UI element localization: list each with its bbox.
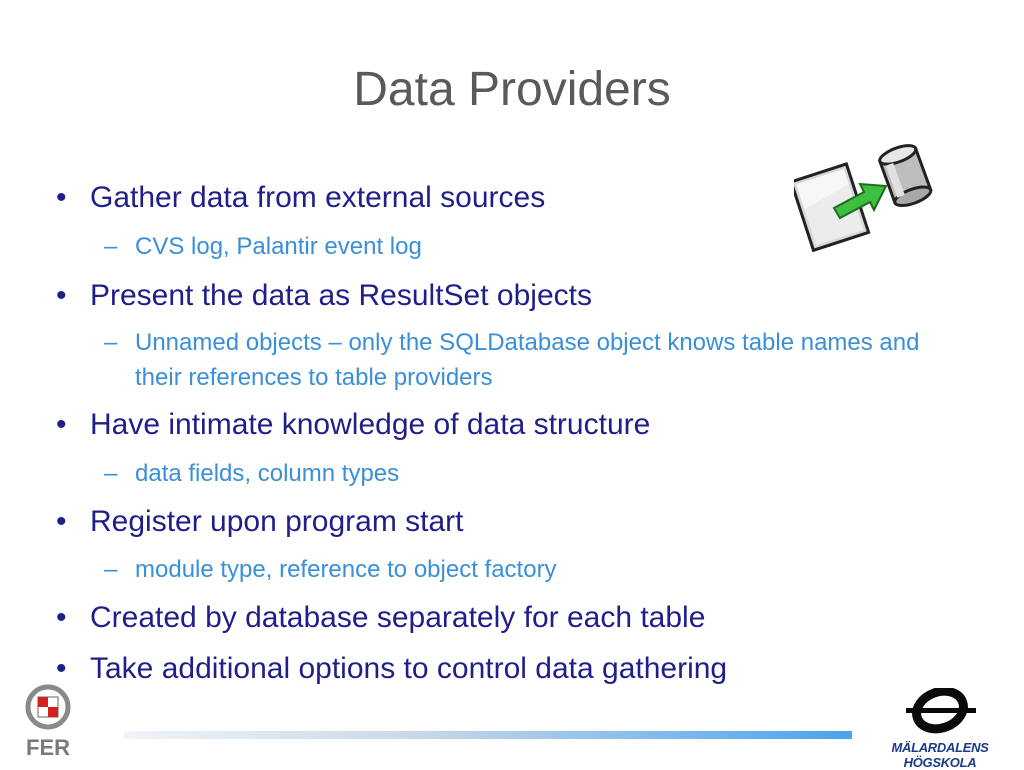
- footer-divider: [124, 731, 852, 739]
- fer-logo: FER: [18, 683, 78, 761]
- mdh-logo: MÄLARDALENS HÖGSKOLA: [860, 686, 1020, 770]
- sub-bullet-text: data fields, column types: [135, 460, 400, 487]
- bullet-marker: •: [56, 408, 67, 441]
- bullet-marker: •: [56, 181, 67, 214]
- bullet-marker: •: [56, 652, 67, 685]
- slide-title: Data Providers: [353, 63, 671, 116]
- sub-bullet-marker: –: [104, 460, 118, 487]
- database-transfer-icon: [789, 140, 934, 260]
- bullet-text: Register upon program start: [90, 505, 464, 538]
- sub-bullet-marker: –: [104, 556, 118, 583]
- sub-bullet-text: CVS log, Palantir event log: [135, 233, 422, 260]
- fer-logo-text: FER: [26, 735, 70, 760]
- mdh-logo-text: MÄLARDALENS HÖGSKOLA: [891, 740, 989, 770]
- sub-bullet-text: module type, reference to object factory: [135, 556, 557, 583]
- sub-bullet-text: Unnamed objects – only the SQLDatabase o…: [135, 329, 920, 391]
- bullet-text: Take additional options to control data …: [90, 652, 728, 685]
- bullet-text: Gather data from external sources: [90, 181, 546, 214]
- bullet-marker: •: [56, 279, 67, 312]
- sub-bullet-marker: –: [104, 329, 118, 356]
- sub-bullet-marker: –: [104, 233, 118, 260]
- bullet-text: Have intimate knowledge of data structur…: [90, 408, 651, 441]
- bullet-text: Present the data as ResultSet objects: [90, 279, 592, 312]
- bullet-marker: •: [56, 601, 67, 634]
- bullet-marker: •: [56, 505, 67, 538]
- bullet-text: Created by database separately for each …: [90, 601, 706, 634]
